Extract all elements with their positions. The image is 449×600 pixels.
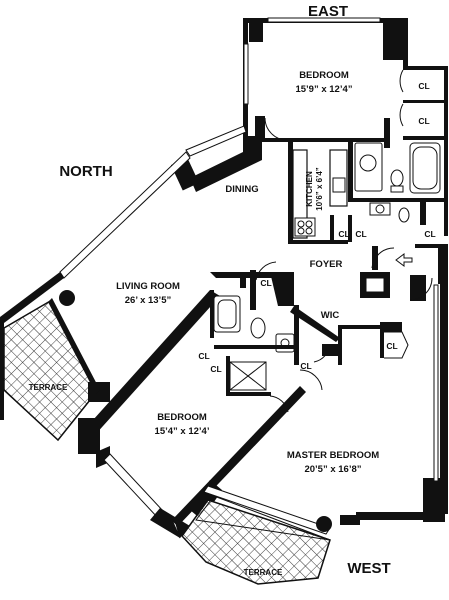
closet-label: CL — [418, 116, 429, 126]
room-dims-living-room: 26’ x 13’5” — [125, 295, 172, 306]
west-exterior-walls — [103, 244, 448, 539]
bathroom-middle — [210, 290, 299, 396]
room-name-dining: DINING — [225, 184, 258, 195]
living-room-walls — [0, 125, 262, 420]
room-name-living-room: LIVING ROOM — [116, 281, 180, 292]
closet-label: CL — [260, 278, 271, 288]
entry-door — [371, 244, 448, 270]
room-name-master-bedroom: MASTER BEDROOM — [287, 450, 379, 461]
room-name-bedroom-east: BEDROOM — [299, 70, 349, 81]
closet-label: CL — [300, 361, 311, 371]
door-arc — [299, 369, 323, 391]
room-name-foyer: FOYER — [310, 259, 343, 270]
closet-label: CL — [424, 229, 435, 239]
closet-label: CL — [198, 351, 209, 361]
column — [59, 290, 75, 306]
room-name-kitchen: KITCHEN — [305, 171, 314, 207]
closet-door-arc — [399, 69, 404, 93]
kitchen-outline — [288, 142, 352, 244]
direction-west: WEST — [347, 560, 390, 577]
closet-label: CL — [338, 229, 349, 239]
room-name-wic: WIC — [321, 310, 340, 321]
direction-east: EAST — [308, 3, 348, 20]
interior-walls — [78, 272, 294, 468]
direction-north: NORTH — [59, 163, 112, 180]
room-dims-kitchen: 10’6” x 6’4” — [315, 167, 324, 211]
bedroom-east-walls — [243, 17, 448, 236]
room-dims-master-bedroom: 20’5” x 16’8” — [304, 464, 361, 475]
wic-walls — [290, 272, 433, 365]
terrace-rail — [48, 298, 100, 394]
closet-label: CL — [210, 364, 221, 374]
room-dims-bedroom-west: 15’4” x 12’4’ — [155, 426, 210, 437]
closet-label: CL — [355, 229, 366, 239]
column — [316, 516, 332, 532]
closet-living — [250, 261, 277, 310]
room-dims-bedroom-east: 15’9” x 12’4” — [295, 84, 352, 95]
closet-door-arc — [399, 103, 404, 127]
room-name-bedroom-west: BEDROOM — [157, 412, 207, 423]
closet-label: CL — [418, 81, 429, 91]
terrace-wall — [88, 382, 110, 402]
bathroom-east — [348, 140, 446, 225]
label-terrace-west: TERRACE — [244, 568, 283, 577]
wall-stub — [322, 344, 340, 356]
label-terrace-north: TERRACE — [29, 383, 68, 392]
terrace-west-area — [181, 499, 331, 585]
closet-label: CL — [386, 341, 397, 351]
